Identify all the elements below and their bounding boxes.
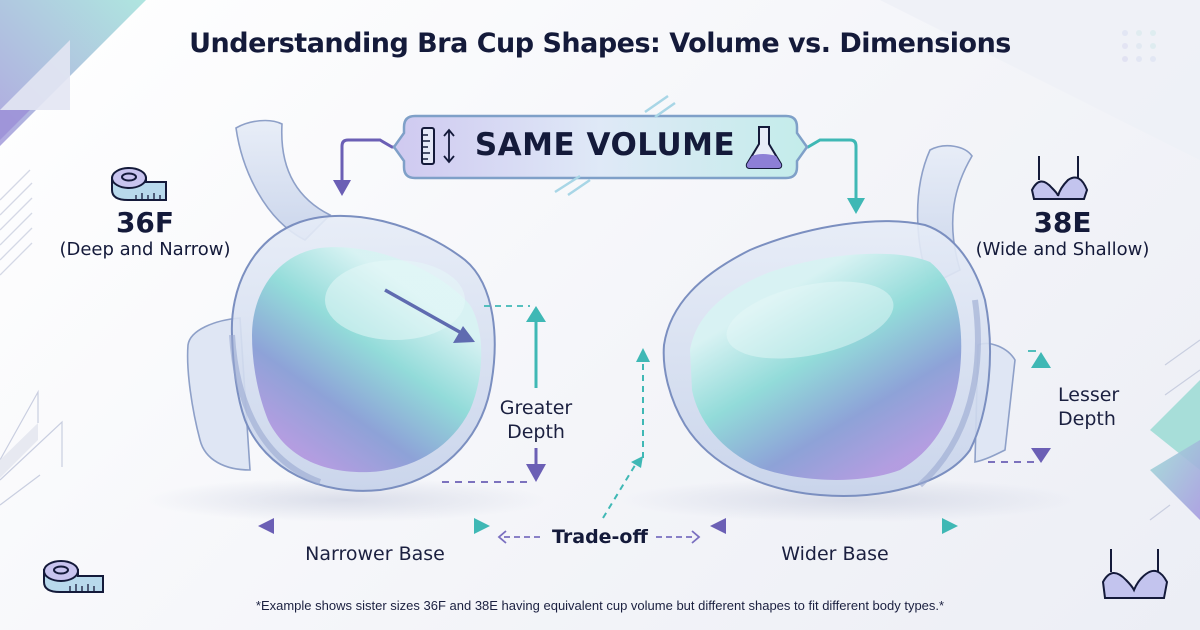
lesser-depth-line2: Depth	[1058, 408, 1116, 430]
left-size-label: 36F	[115, 206, 175, 239]
flask-icon	[744, 126, 784, 166]
right-size-description: (Wide and Shallow)	[975, 239, 1150, 260]
ruler-icon-shape	[421, 127, 455, 165]
lesser-depth-line1: Lesser	[1058, 384, 1120, 406]
lesser-depth-label: Lesser Depth	[1050, 383, 1138, 431]
flask-icon-shape	[745, 126, 783, 169]
right-size-label: 38E	[1033, 206, 1092, 239]
tradeoff-label: Trade-off	[552, 526, 648, 548]
measuring-tape-icon	[50, 160, 240, 206]
measuring-tape-icon-top	[111, 167, 167, 201]
banner-label: SAME VOLUME	[474, 127, 736, 163]
left-size-description: (Deep and Narrow)	[59, 239, 231, 260]
narrower-base-label: Narrower Base	[305, 543, 445, 565]
right-size-block: 38E (Wide and Shallow)	[960, 160, 1165, 260]
right-cup-illustration	[662, 144, 1016, 497]
banner-connector-left	[333, 138, 402, 196]
greater-depth-line2: Depth	[507, 421, 565, 443]
measuring-tape-icon-bottom	[43, 560, 104, 593]
page-title: Understanding Bra Cup Shapes: Volume vs.…	[189, 28, 1011, 59]
greater-depth-label: Greater Depth	[490, 396, 582, 444]
bra-icon-top	[1030, 156, 1089, 200]
banner-connector-right	[798, 138, 865, 214]
left-cup-illustration	[186, 119, 496, 492]
ruler-icon	[420, 128, 456, 164]
left-size-block: 36F (Deep and Narrow)	[50, 160, 240, 260]
bra-icon-bottom	[1101, 549, 1169, 599]
footnote: *Example shows sister sizes 36F and 38E …	[255, 598, 945, 613]
bra-icon	[960, 160, 1165, 206]
wider-base-label: Wider Base	[781, 543, 889, 565]
greater-depth-line1: Greater	[499, 397, 573, 419]
